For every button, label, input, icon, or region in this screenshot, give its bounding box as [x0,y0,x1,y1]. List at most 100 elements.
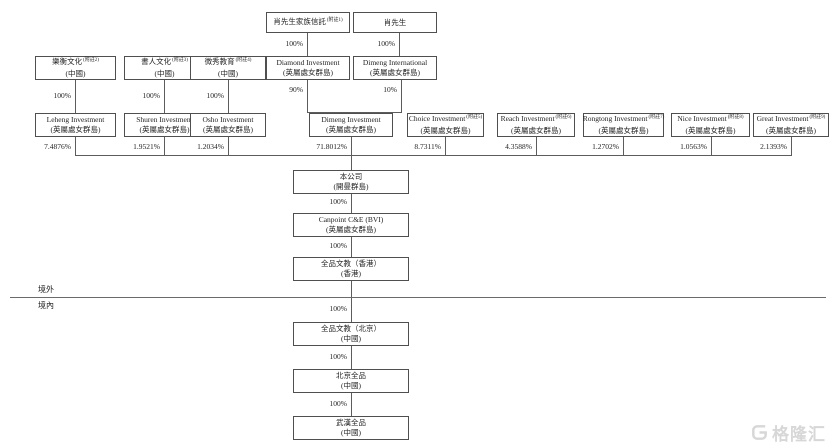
pct-bjquanpin-wuhan: 100% [329,399,348,408]
node-nice-investment-place: (英屬處女群島) [685,126,736,135]
pct-nice: 1.0563% [680,142,707,151]
pct-lehengculture: 100% [53,91,72,100]
node-canpoint-bvi-place: (英屬處女群島) [326,225,376,234]
node-rongtong-investment-name: Rongtong Investment [582,114,648,123]
pct-xiao-dimengintl: 100% [377,39,396,48]
node-leheng-culture: 樂衡文化(附註2) (中國) [35,56,116,80]
connector-trust-diamond [307,33,308,57]
pct-leheng: 7.4876% [44,142,71,151]
node-rongtong-investment: Rongtong Investment(附註7) (英屬處女群島) [583,113,664,137]
node-shuren-culture-name: 書人文化 [141,57,172,66]
node-choice-investment-place: (英屬處女群島) [420,126,471,135]
node-dimeng-investment-name: Dimeng Investment [321,115,381,124]
stub-dimeng [351,137,352,155]
node-great-investment: Great Investment(附註9) (英屬處女群島) [753,113,829,137]
gelonghui-logo-text: 格隆汇 [772,425,826,444]
stub-rongtong [623,137,624,155]
node-rongtong-investment-note: (附註7) [648,115,665,120]
stub-great [791,137,792,155]
stub-osho [228,137,229,155]
node-great-investment-note: (附註9) [809,115,826,120]
node-company-name: 本公司 [339,172,363,181]
node-weixiu-education: 微秀教育(附註4) (中國) [190,56,266,80]
connector-dimeng-join [307,112,402,113]
node-quanpin-hk-place: (香港) [341,269,361,278]
node-leheng-investment-name: Leheng Investment [46,115,105,124]
pct-rongtong: 1.2702% [592,142,619,151]
pct-shurenculture: 100% [142,91,161,100]
node-nice-investment-note: (附註8) [727,115,744,120]
pct-company-canpointbvi: 100% [329,197,348,206]
node-osho-investment-place: (英屬處女群島) [203,125,253,134]
node-beijing-quanpin-place: (中國) [341,381,361,390]
offshore-label: 境外 [38,285,54,294]
connector-dimengintl-dimeng [401,80,402,113]
node-xiao-family-trust-note: (附註1) [326,17,343,23]
pct-weixiu: 100% [206,91,225,100]
node-great-investment-place: (英屬處女群島) [766,126,816,135]
node-choice-investment-note: (附註5) [466,115,483,120]
node-wuhan-quanpin-name: 武漢全品 [336,418,366,427]
connector-bjquanpin-wuhan [351,393,352,416]
node-wuhan-quanpin-place: (中國) [341,428,361,437]
node-rongtong-investment-place: (英屬處女群島) [598,126,649,135]
node-mr-xiao: 肖先生 [353,12,437,33]
connector-weixiu-osho [228,80,229,113]
node-leheng-investment-place: (英屬處女群島) [50,125,101,134]
node-wuhan-quanpin: 武漢全品 (中國) [293,416,409,440]
stub-nice [711,137,712,155]
node-quanpin-beijing: 全品文教（北京） (中國) [293,322,409,346]
stub-leheng [75,137,76,155]
node-weixiu-education-place: (中國) [218,69,238,78]
pct-great: 2.1393% [760,142,787,151]
node-leheng-culture-place: (中國) [65,69,86,78]
pct-choice: 8.7311% [414,142,441,151]
node-reach-investment-name: Reach Investment [500,114,555,123]
node-quanpin-hk-name: 全品文教（香港） [321,259,381,268]
gelonghui-logo-icon [750,423,769,442]
gelonghui-watermark: 格隆汇 [750,420,826,445]
node-leheng-investment: Leheng Investment (英屬處女群島) [35,113,116,137]
node-great-investment-name: Great Investment [756,114,809,123]
node-shuren-culture-note: (附註3) [172,58,188,63]
node-shuren-investment-name: Shuren Investment [136,115,193,124]
node-reach-investment-place: (英屬處女群島) [511,126,561,135]
node-company-place: (開曼群島) [333,182,369,191]
connector-shurenculture-shuren [164,80,165,113]
node-diamond-investment-name: Diamond Investment [276,58,340,67]
node-weixiu-education-name: 微秀教育 [204,57,235,66]
node-dimeng-investment: Dimeng Investment (英屬處女群島) [309,113,393,137]
node-osho-investment-name: Osho Investment [202,115,254,124]
node-beijing-quanpin: 北京全品 (中國) [293,369,409,393]
node-dimeng-international: Dimeng International (英屬處女群島) [353,56,437,80]
node-diamond-investment-place: (英屬處女群島) [283,68,333,77]
stub-choice [445,137,446,155]
connector-hk-beijing [351,281,352,322]
node-dimeng-international-place: (英屬處女群島) [370,68,420,77]
node-quanpin-hk: 全品文教（香港） (香港) [293,257,409,281]
node-shuren-investment-place: (英屬處女群島) [139,125,190,134]
connector-xiao-dimengintl [399,33,400,57]
node-dimeng-international-name: Dimeng International [362,58,428,67]
shareholder-bus-line [75,155,792,156]
stub-shuren [164,137,165,155]
node-nice-investment: Nice Investment(附註8) (英屬處女群島) [671,113,750,137]
node-xiao-family-trust-name: 肖先生家族信託 [273,16,326,26]
node-osho-investment: Osho Investment (英屬處女群島) [190,113,266,137]
pct-hk-beijing: 100% [329,304,348,313]
connector-beijing-bjquanpin [351,346,352,369]
node-beijing-quanpin-name: 北京全品 [336,371,366,380]
node-choice-investment: Choice Investment(附註5) (英屬處女群島) [407,113,484,137]
node-company: 本公司 (開曼群島) [293,170,409,194]
stub-reach [536,137,537,155]
pct-dimengintl-dimeng: 10% [383,85,397,94]
node-canpoint-bvi: Canpoint C&E (BVI) (英屬處女群島) [293,213,409,237]
pct-osho: 1.2034% [197,142,224,151]
pct-beijing-bjquanpin: 100% [329,352,348,361]
node-xiao-family-trust: 肖先生家族信託(附註1) [266,12,350,33]
node-quanpin-beijing-name: 全品文教（北京） [321,324,381,333]
pct-reach: 4.3588% [505,142,532,151]
pct-dimeng: 71.8012% [316,142,347,151]
connector-bus-company [351,155,352,170]
